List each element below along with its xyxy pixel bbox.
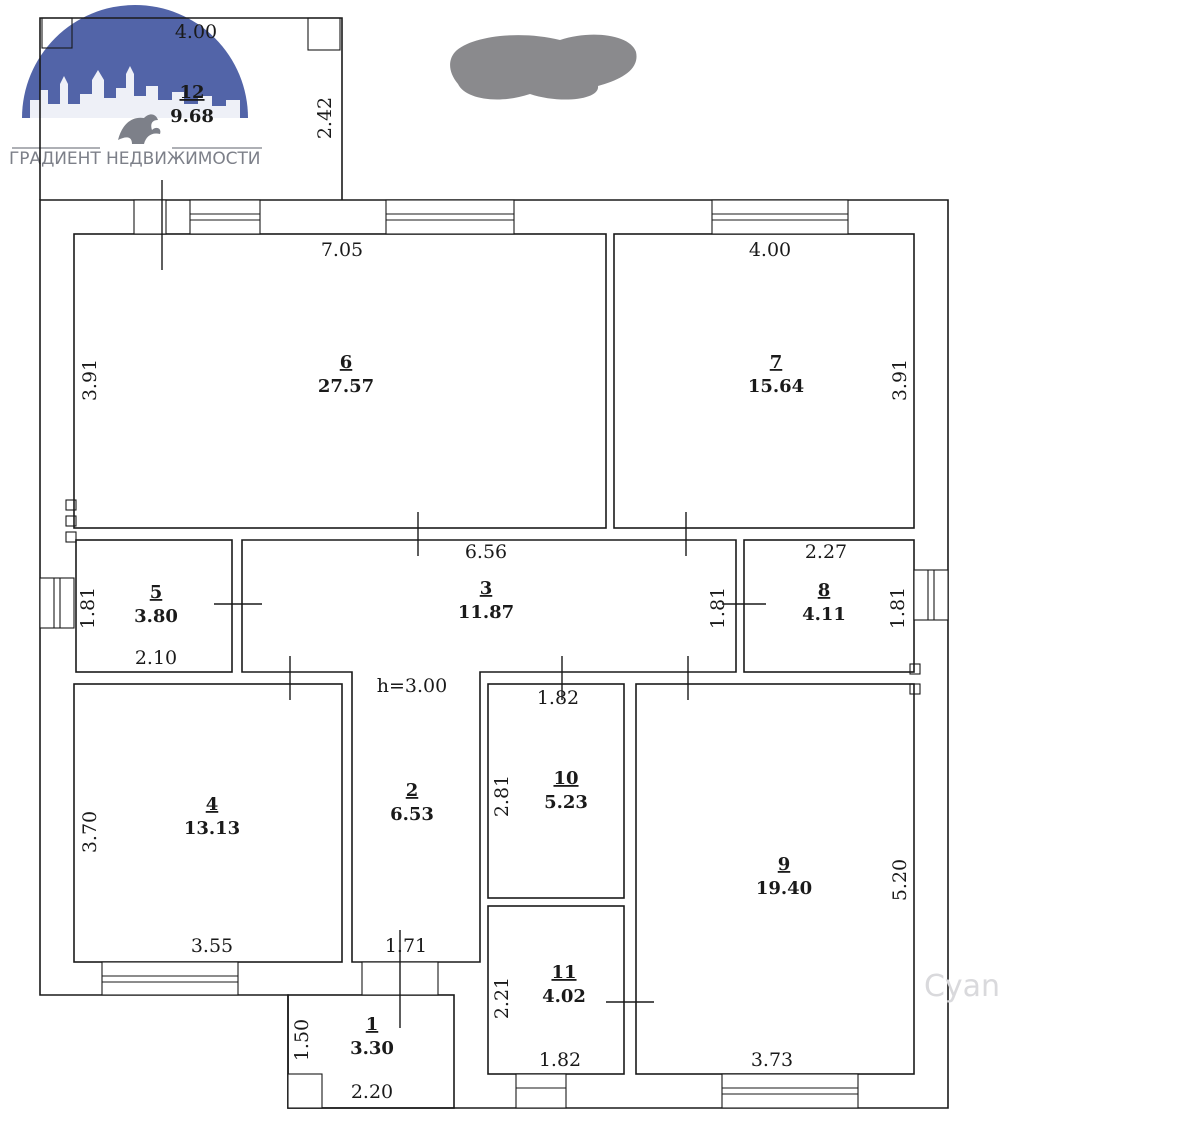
dim-r3-width: 6.56: [465, 541, 507, 563]
dim-r11-width: 1.82: [539, 1049, 581, 1071]
logo-griffin-icon: [118, 114, 161, 144]
room-6-area: 27.57: [318, 376, 374, 397]
dim-r8-width: 2.27: [805, 541, 847, 563]
room-9-number: 9: [778, 854, 791, 875]
dim-r10-height: 2.81: [491, 775, 513, 817]
room-5-area: 3.80: [134, 606, 178, 627]
logo-text: ГРАДИЕНТ НЕДВИЖИМОСТИ: [9, 149, 261, 169]
watermark-text: Cyan: [924, 969, 1000, 1004]
dim-r7-height: 3.91: [889, 359, 911, 401]
room-3-area: 11.87: [458, 602, 514, 623]
redacted-blur-patch: [450, 34, 637, 100]
room-4-number: 4: [206, 794, 219, 815]
logo-circle-icon: [22, 5, 248, 118]
dim-r6-width: 7.05: [321, 239, 363, 261]
room-5-number: 5: [150, 582, 163, 603]
room-10-outline: [487, 683, 625, 899]
room-12-area: 9.68: [170, 106, 214, 127]
room-6-outline: [73, 233, 607, 529]
room-5-outline: [75, 539, 233, 673]
room-12-number: 12: [179, 82, 204, 103]
doors: [161, 180, 766, 1028]
dimension-labels: 4.00 2.42 7.05 3.91 4.00 3.91 6.56 1.81 …: [77, 21, 911, 1103]
logo-skyline-icon: [30, 66, 240, 118]
room-4-area: 13.13: [184, 818, 240, 839]
windows: [39, 199, 949, 1109]
outer-walls: [39, 17, 949, 1109]
company-logo: ГРАДИЕНТ НЕДВИЖИМОСТИ: [9, 5, 262, 169]
room-7-area: 15.64: [748, 376, 804, 397]
room-2-number: 2: [406, 780, 419, 801]
ceiling-height-label: h=3.00: [377, 675, 447, 697]
room-7-number: 7: [770, 352, 783, 373]
dim-r12-height: 2.42: [314, 97, 336, 139]
dim-r9-height: 5.20: [889, 859, 911, 901]
room-1-area: 3.30: [350, 1038, 394, 1059]
room-3-number: 3: [480, 578, 493, 599]
room-10-number: 10: [553, 768, 578, 789]
room-8-area: 4.11: [802, 604, 846, 625]
dim-r11-height: 2.21: [491, 977, 513, 1019]
dim-r9-width: 3.73: [751, 1049, 793, 1071]
dim-r5-height: 1.81: [77, 587, 99, 629]
room-2-area: 6.53: [390, 804, 434, 825]
room-3-outline: [241, 539, 737, 963]
room-1-number: 1: [366, 1014, 379, 1035]
dim-r3-height: 1.81: [707, 587, 729, 629]
dim-r1-height: 1.50: [291, 1019, 313, 1061]
dim-r2-width: 1.71: [385, 935, 427, 957]
dim-r8-height: 1.81: [887, 587, 909, 629]
dim-r4-height: 3.70: [79, 811, 101, 853]
dim-r7-width: 4.00: [749, 239, 791, 261]
dim-r4-width: 3.55: [191, 935, 233, 957]
dim-r1-width: 2.20: [351, 1081, 393, 1103]
room-labels: 12 9.68 6 27.57 7 15.64 5 3.80 3 11.87 8…: [134, 82, 846, 1059]
dim-r5-width: 2.10: [135, 647, 177, 669]
dim-r6-height: 3.91: [79, 359, 101, 401]
dim-r12-width: 4.00: [175, 21, 217, 43]
room-9-area: 19.40: [756, 878, 812, 899]
room-10-area: 5.23: [544, 792, 588, 813]
room-6-number: 6: [340, 352, 353, 373]
room-11-number: 11: [551, 962, 576, 983]
room-8-number: 8: [818, 580, 831, 601]
room-11-area: 4.02: [542, 986, 586, 1007]
dim-r10-width: 1.82: [537, 687, 579, 709]
